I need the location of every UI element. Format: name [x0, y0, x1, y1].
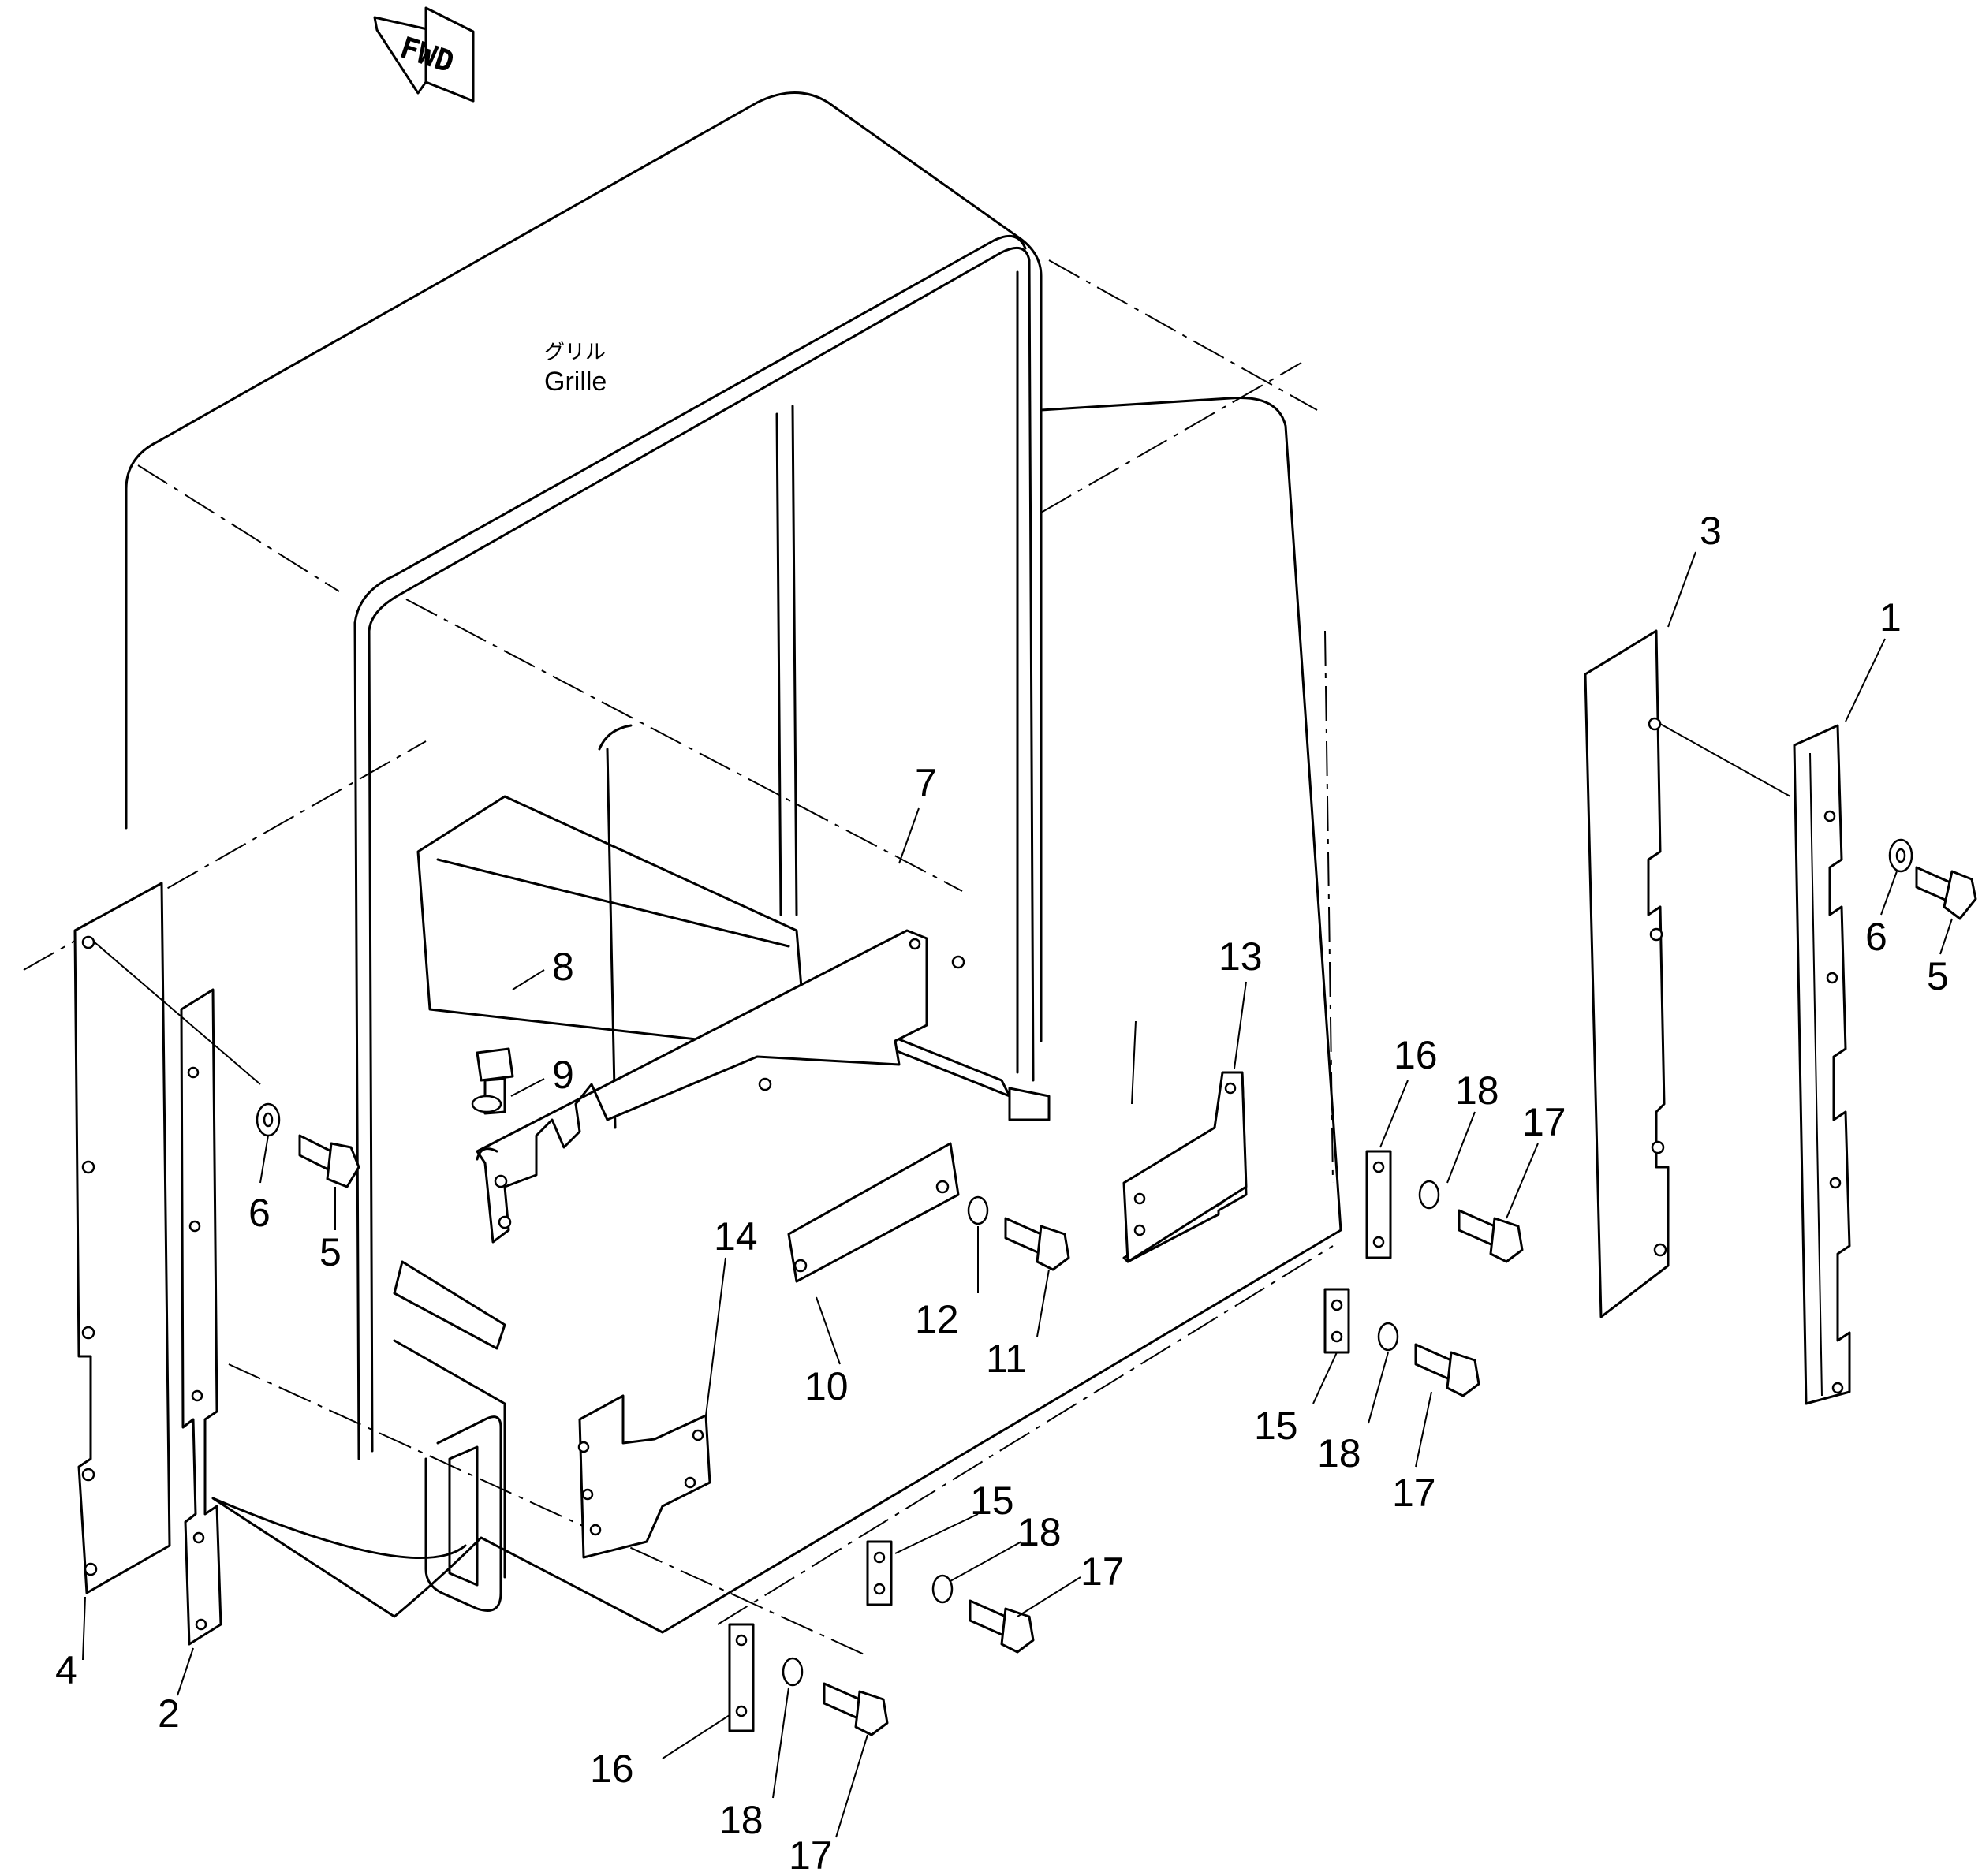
bolt-17d-icon [823, 1682, 889, 1736]
grille-label-jp: グリル [544, 341, 606, 364]
part-16-plate-b [728, 1623, 755, 1732]
bolt-17b-icon [1414, 1343, 1480, 1397]
part-16-plate-a [1365, 1150, 1392, 1259]
callout-9: 9 [552, 1053, 574, 1097]
callout-11: 11 [986, 1337, 1027, 1381]
grille-label-en: Grille [544, 367, 607, 397]
callout-17d: 17 [789, 1833, 833, 1872]
washer-18c-icon [931, 1574, 954, 1604]
part-15-plate-a [1323, 1288, 1350, 1354]
bolt-5a-icon [298, 1134, 360, 1188]
callout-18a: 18 [1455, 1069, 1499, 1113]
washer-12-icon [967, 1195, 989, 1225]
washer-6a-icon [256, 1102, 281, 1137]
callout-8: 8 [552, 945, 574, 989]
callout-14: 14 [714, 1214, 758, 1259]
bolt-17c-icon [969, 1599, 1035, 1654]
washer-9-icon [471, 1095, 502, 1113]
callout-13: 13 [1219, 934, 1263, 979]
part-15-plate-b [866, 1540, 893, 1606]
fwd-arrow-icon: FWD [373, 6, 475, 103]
callout-17a: 17 [1522, 1100, 1566, 1144]
washer-18b-icon [1377, 1322, 1399, 1352]
part-1-channel [1659, 723, 1851, 1405]
callout-10: 10 [804, 1364, 849, 1408]
callout-4: 4 [55, 1648, 77, 1692]
callout-6b: 6 [1865, 915, 1887, 959]
part-3-plate [1584, 629, 1670, 1318]
part-10-bar [787, 1142, 960, 1283]
bolt-17a-icon [1458, 1209, 1524, 1263]
callout-16a: 16 [1394, 1033, 1438, 1077]
callout-17c: 17 [1081, 1550, 1125, 1594]
callout-18d: 18 [719, 1798, 763, 1842]
callout-17b: 17 [1392, 1471, 1436, 1515]
callout-1: 1 [1879, 595, 1902, 640]
callout-18c: 18 [1017, 1510, 1062, 1554]
callout-18b: 18 [1317, 1431, 1361, 1475]
part-2-channel [94, 942, 261, 1646]
callout-6a: 6 [248, 1191, 271, 1235]
callout-15a: 15 [1254, 1404, 1298, 1448]
part-4-plate [73, 882, 171, 1594]
washer-18d-icon [782, 1657, 804, 1687]
part-14-bracket [577, 1394, 711, 1559]
part-7-crossbar [476, 929, 965, 1244]
callout-2: 2 [158, 1691, 180, 1736]
bolt-5b-icon [1915, 866, 1977, 920]
callout-5a: 5 [319, 1230, 342, 1274]
callout-15b: 15 [970, 1479, 1014, 1523]
washer-6b-icon [1888, 838, 1913, 873]
leader-lines [82, 551, 1953, 1838]
callout-12: 12 [915, 1297, 959, 1341]
callout-7: 7 [915, 761, 937, 805]
bolt-11-icon [1004, 1217, 1070, 1271]
callout-16b: 16 [590, 1747, 634, 1791]
callout-3: 3 [1700, 509, 1722, 553]
grille-housing [23, 91, 1342, 1657]
part-13-bracket [1122, 1071, 1248, 1263]
callout-labels: 3 1 6 5 7 8 9 13 16 18 17 14 12 11 10 15… [55, 509, 1949, 1876]
callout-5b: 5 [1927, 954, 1949, 998]
washer-18a-icon [1418, 1180, 1440, 1210]
